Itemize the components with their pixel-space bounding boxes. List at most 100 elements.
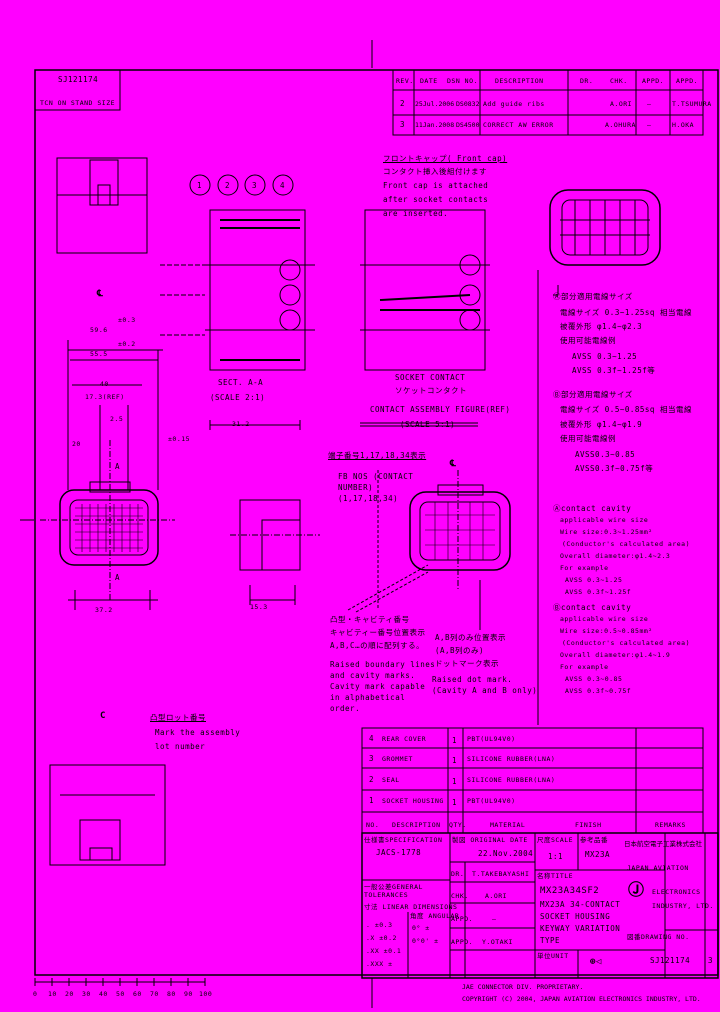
raised-note-en: and cavity marks.	[330, 671, 416, 680]
dsn-header: DSN NO.	[447, 77, 478, 85]
ruler-label: 100	[199, 990, 213, 998]
parts-header-material: MATERIAL	[490, 821, 526, 829]
front-view-center	[347, 470, 511, 630]
tolerance-value: .X ±0.2	[366, 934, 397, 942]
section-label: SECT. A-A	[218, 378, 264, 387]
chk-value: A.ORI	[485, 892, 508, 900]
spec-label: 仕様書SPECIFICATION	[364, 836, 443, 844]
unit-label: 単位UNIT	[537, 952, 569, 960]
rev-number: 3	[400, 120, 406, 129]
raised-note-jp: キャビティー番号位置表示	[330, 628, 426, 637]
part-qty: 1	[452, 736, 458, 745]
front-cap-en-3: are inserted.	[383, 209, 449, 218]
cavity-note-line: NUMBER)	[338, 483, 374, 492]
title-block-lines	[361, 832, 719, 979]
ruler-label: 30	[82, 990, 91, 998]
rev-date: 11Jan.2008	[415, 121, 455, 129]
wire-note-line: 使用可能電線例	[560, 336, 616, 345]
section-scale: (SCALE 2:1)	[210, 393, 266, 402]
dim-37-2: 37.2	[95, 606, 113, 614]
ruler-label: 0	[33, 990, 38, 998]
ruler-label: 50	[116, 990, 125, 998]
ruler-label: 70	[150, 990, 159, 998]
dim-59-6: 59.6	[90, 326, 108, 334]
dim-20: 20	[72, 440, 81, 448]
dot-note-jp: ドットマーク表示	[435, 659, 499, 668]
appd-label: APPD.	[451, 915, 474, 923]
angular-label: 角度 ANGULAR	[410, 912, 460, 920]
dim-31-2: 31.2	[232, 420, 250, 428]
raised-note-jp: 凸型・キャビティ番号	[330, 615, 410, 624]
title-line: MX23A 34-CONTACT	[540, 900, 621, 909]
dr-value: T.TAKEBAYASHI	[472, 870, 530, 878]
title-line: MX23A34SF2	[540, 886, 600, 896]
cavity-note-line: (1,17,18,34)	[338, 494, 399, 503]
raised-note-en: in alphabetical	[330, 693, 406, 702]
raised-note-en: Raised boundary lines	[330, 660, 436, 669]
ruler-label: 60	[133, 990, 142, 998]
footer-copyright: COPYRIGHT (C) 2004, JAPAN AVIATION ELECT…	[462, 995, 701, 1003]
title-line: KEYWAY VARIATION	[540, 924, 621, 933]
wire-note-line: AVSS 0.3~1.25	[572, 352, 638, 361]
dr-label: DR.	[451, 870, 465, 878]
dot-note-en: (Cavity A and B only)	[432, 686, 538, 695]
tol-0-15: ±0.15	[168, 435, 191, 443]
dot-note-jp: (A,B列のみ)	[435, 646, 485, 655]
orig-date-label: 製図 ORIGINAL DATE	[452, 836, 528, 844]
dim-55-5: 55.5	[90, 350, 108, 358]
wire-note-line: (Conductor's calculated area)	[562, 639, 690, 647]
rev-dsn: DS0832	[456, 100, 480, 108]
dim-17-3: 17.3(REF)	[85, 393, 125, 401]
part-qty: 1	[452, 798, 458, 807]
part-material: SILICONE RUBBER(LNA)	[467, 755, 556, 763]
view-c-note-line: lot number	[155, 742, 206, 751]
parts-header-no: NO.	[366, 821, 380, 829]
wire-note-line: For example	[560, 663, 609, 671]
front-cap-jp: コンタクト挿入後組付けます	[383, 167, 487, 176]
rev-dsn: DS4500	[456, 121, 480, 129]
rev-chk: —	[647, 100, 652, 108]
side-view-small	[230, 499, 320, 605]
front-cap-title: フロントキャップ( Front cap)	[383, 154, 508, 163]
wire-note-line: AVSS 0.3f~0.75f	[565, 687, 632, 695]
callout-1: 1	[197, 181, 203, 190]
view-c-note-line: Mark the assembly	[155, 728, 241, 737]
wire-note-line: AVSS 0.3~0.85	[565, 675, 623, 683]
ruler-label: 40	[99, 990, 108, 998]
chk-header: CHK.	[610, 77, 628, 85]
wire-note-line: Overall diameter:φ1.4~2.3	[560, 552, 671, 560]
appd-value: —	[492, 915, 497, 923]
ruler-label: 80	[167, 990, 176, 998]
appd2-value: Y.OTAKI	[482, 938, 513, 946]
tol-0-3: ±0.3	[118, 316, 136, 324]
sheet-number: 3	[708, 956, 714, 965]
dr-header: DR.	[580, 77, 594, 85]
raised-note-jp: A,B,C…の順に配列する。	[330, 641, 425, 650]
rev-dr: A.OHURA	[605, 121, 636, 129]
tolerance-value: .XXX ±	[366, 960, 393, 968]
part-material: PBT(UL94V0)	[467, 735, 516, 743]
side-view-top	[56, 157, 148, 254]
contact-assembly-scale: (SCALE 5:1)	[400, 420, 456, 429]
wire-note-line: Wire size:0.5~0.85mm²	[560, 627, 653, 635]
rev-description: Add guide ribs	[483, 100, 545, 108]
wire-note-line: Overall diameter:φ1.4~1.9	[560, 651, 671, 659]
rev-appd: T.TSUMURA	[672, 100, 712, 108]
wire-note-line: AVSS 0.3f~1.25f等	[572, 366, 656, 375]
rev-date: 25Jul.2006	[415, 100, 455, 108]
wire-note-line: AVSS 0.3~1.25	[565, 576, 623, 584]
title-label: 名称TITLE	[537, 872, 574, 880]
dot-note-jp: A,B列のみ位置表示	[435, 633, 507, 642]
appd2-header: APPD.	[676, 77, 699, 85]
parts-header-remarks: REMARKS	[655, 821, 686, 829]
part-material: PBT(UL94V0)	[467, 797, 516, 805]
part-description: SEAL	[382, 776, 400, 784]
wire-note-line: For example	[560, 564, 609, 572]
company-name-jp: 日本航空電子工業株式会社	[624, 840, 702, 848]
corner-note: TCN ON STAND SIZE	[40, 99, 116, 107]
wire-note-line: 使用可能電線例	[560, 434, 616, 443]
part-no: 2	[369, 775, 375, 784]
jae-logo: Ⓙ	[628, 880, 645, 899]
wire-note-line: AVSS 0.3f~1.25f	[565, 588, 632, 596]
